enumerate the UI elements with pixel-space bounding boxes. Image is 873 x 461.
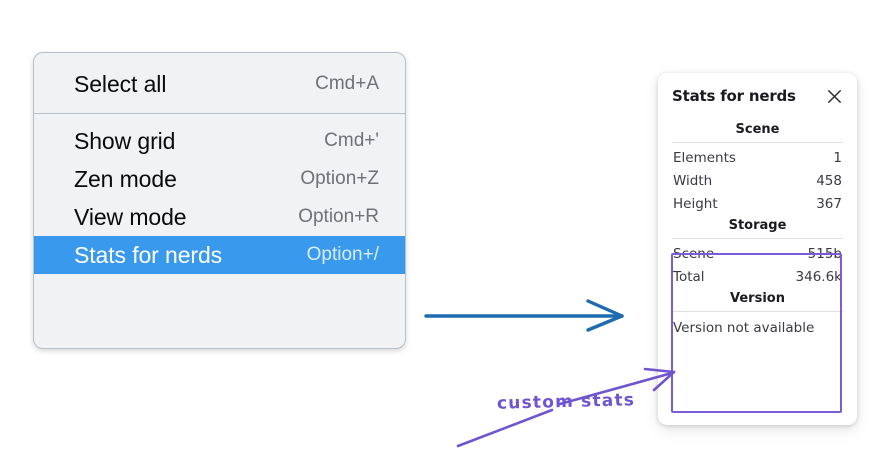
menu-item-label: Stats for nerds	[74, 241, 223, 268]
menu-item-shortcut: Option+Z	[300, 168, 379, 189]
menu-item-label: Select all	[74, 70, 167, 97]
context-menu[interactable]: Select all Cmd+A Show grid Cmd+' Zen mod…	[33, 52, 406, 349]
section-title-storage: Storage	[728, 218, 787, 233]
stat-value: 367	[816, 195, 842, 212]
menu-group-view: Show grid Cmd+' Zen mode Option+Z View m…	[34, 114, 405, 282]
panel-title: Stats for nerds	[672, 87, 796, 105]
section-rule	[672, 142, 843, 143]
custom-stats-label: custom stats	[496, 390, 636, 414]
stat-value: 515b	[807, 245, 842, 262]
version-note: Version not available	[673, 320, 815, 336]
close-icon[interactable]	[826, 88, 843, 105]
section-rule	[672, 311, 843, 312]
menu-item-zen-mode[interactable]: Zen mode Option+Z	[34, 160, 405, 198]
menu-item-show-grid[interactable]: Show grid Cmd+'	[34, 122, 405, 160]
menu-item-shortcut: Cmd+'	[324, 130, 379, 151]
section-rule	[672, 238, 843, 239]
stat-value: 458	[816, 172, 842, 189]
menu-item-label: View mode	[74, 203, 187, 230]
menu-item-shortcut: Option+/	[306, 244, 379, 265]
menu-item-label: Show grid	[74, 127, 176, 154]
menu-item-select-all[interactable]: Select all Cmd+A	[34, 65, 405, 103]
stat-row-height: Height 367	[672, 192, 843, 215]
menu-divider	[34, 113, 405, 114]
stat-label: Width	[673, 172, 713, 189]
stat-row-width: Width 458	[672, 169, 843, 192]
stat-label: Total	[673, 268, 705, 285]
menu-group-selection: Select all Cmd+A	[34, 53, 405, 113]
stat-value: 1	[833, 149, 842, 166]
menu-item-view-mode[interactable]: View mode Option+R	[34, 198, 405, 236]
stat-row-elements: Elements 1	[672, 146, 843, 169]
panel-header: Stats for nerds	[672, 87, 843, 105]
menu-item-label: Zen mode	[74, 165, 177, 192]
menu-item-stats-for-nerds[interactable]: Stats for nerds Option+/	[34, 236, 405, 274]
section-title-version: Version	[730, 291, 785, 306]
section-title-scene: Scene	[735, 122, 780, 137]
stat-label: Elements	[673, 149, 736, 166]
stat-label: Scene	[673, 245, 715, 262]
stats-for-nerds-panel: Stats for nerds Scene Elements 1 Width 4…	[658, 73, 857, 425]
stat-row-scene-storage: Scene 515b	[672, 242, 843, 265]
stat-value: 346.6k	[795, 268, 842, 285]
menu-item-shortcut: Cmd+A	[315, 73, 379, 94]
stat-row-total-storage: Total 346.6k	[672, 265, 843, 288]
stat-label: Height	[673, 195, 718, 212]
menu-item-shortcut: Option+R	[298, 206, 379, 227]
